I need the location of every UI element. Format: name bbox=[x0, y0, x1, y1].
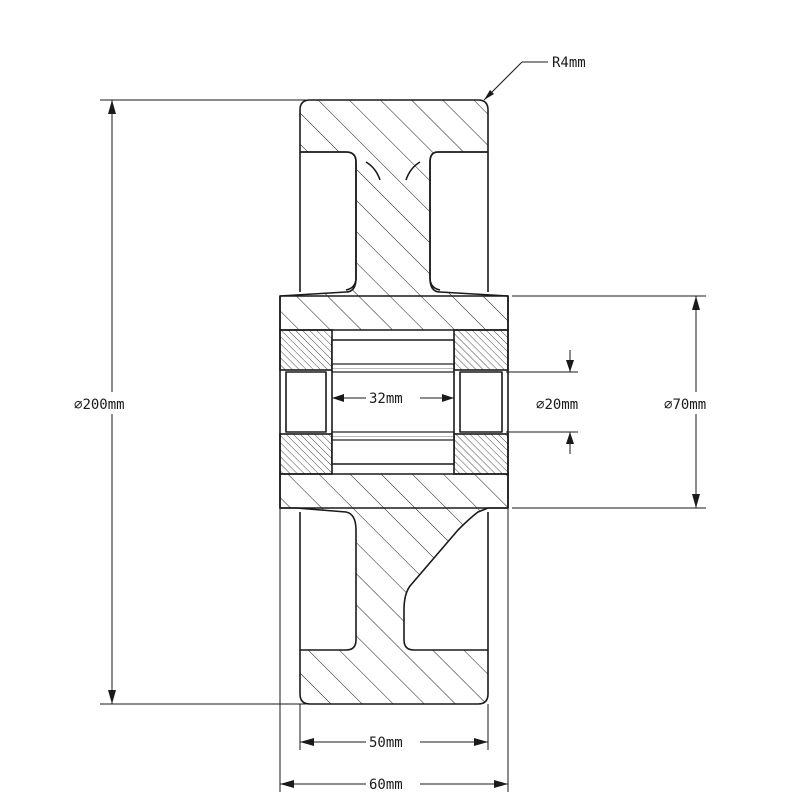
bore-length-label: 32mm bbox=[369, 391, 403, 407]
tread-width-label: 50mm bbox=[369, 735, 403, 751]
spacer-tube-bottom bbox=[331, 431, 455, 441]
rim-recess-inner-top bbox=[365, 161, 421, 181]
rim-recess-top-right bbox=[429, 151, 488, 291]
spacer-tube-top bbox=[331, 363, 455, 373]
outer-diameter-dimension: ∅200mm bbox=[70, 99, 306, 705]
hub-diameter-dimension: ∅70mm bbox=[512, 295, 734, 509]
bearing-left-top bbox=[279, 329, 333, 371]
tread-width-dimension: 50mm bbox=[299, 704, 489, 751]
bore-cavity bbox=[331, 339, 455, 465]
radius-label: R4mm bbox=[552, 55, 586, 71]
wheel-section bbox=[279, 99, 509, 705]
bore-diameter-dimension: ∅20mm bbox=[506, 350, 578, 454]
bearing-right-bottom bbox=[453, 433, 509, 475]
outer-diameter-label: ∅200mm bbox=[74, 397, 125, 413]
bearing-right-top bbox=[453, 329, 509, 371]
tread-bottom-section bbox=[279, 473, 509, 705]
bearing-right-race bbox=[459, 371, 503, 433]
bore-length-dimension: 32mm bbox=[332, 391, 454, 407]
bearing-left-race bbox=[285, 371, 327, 433]
hub-outline bbox=[279, 295, 509, 509]
hub-width-label: 60mm bbox=[369, 777, 403, 793]
hub-diameter-label: ∅70mm bbox=[664, 397, 706, 413]
bearing-left-bottom bbox=[279, 433, 333, 475]
rim-recess-top-left bbox=[300, 151, 357, 291]
bore-diameter-label: ∅20mm bbox=[536, 397, 578, 413]
hub bbox=[279, 295, 509, 509]
hub-width-dimension: 60mm bbox=[279, 508, 509, 793]
radius-dimension: R4mm bbox=[483, 55, 586, 101]
